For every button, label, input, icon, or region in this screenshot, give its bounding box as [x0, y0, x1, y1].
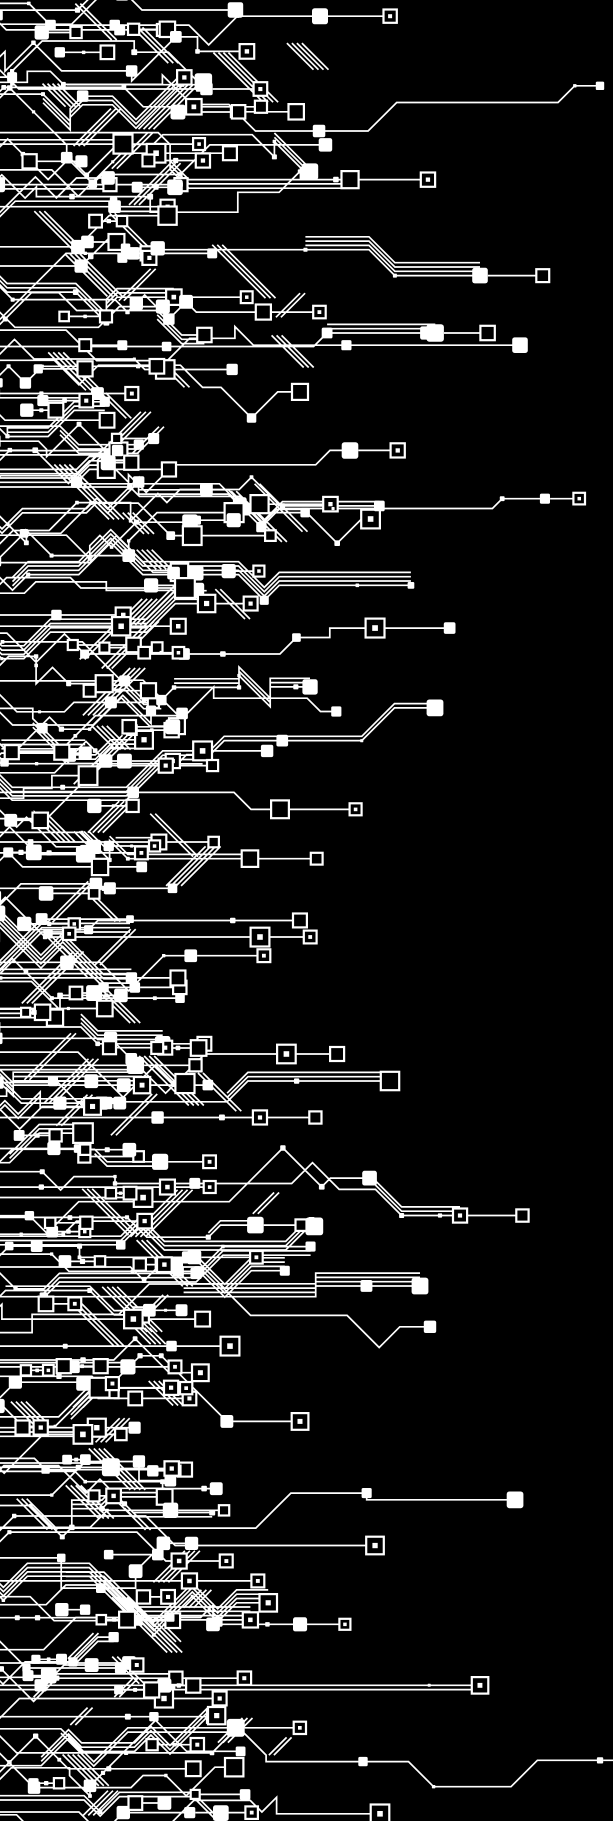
circuit-board-graphic — [0, 0, 613, 1821]
circuit-wallpaper — [0, 0, 613, 1821]
